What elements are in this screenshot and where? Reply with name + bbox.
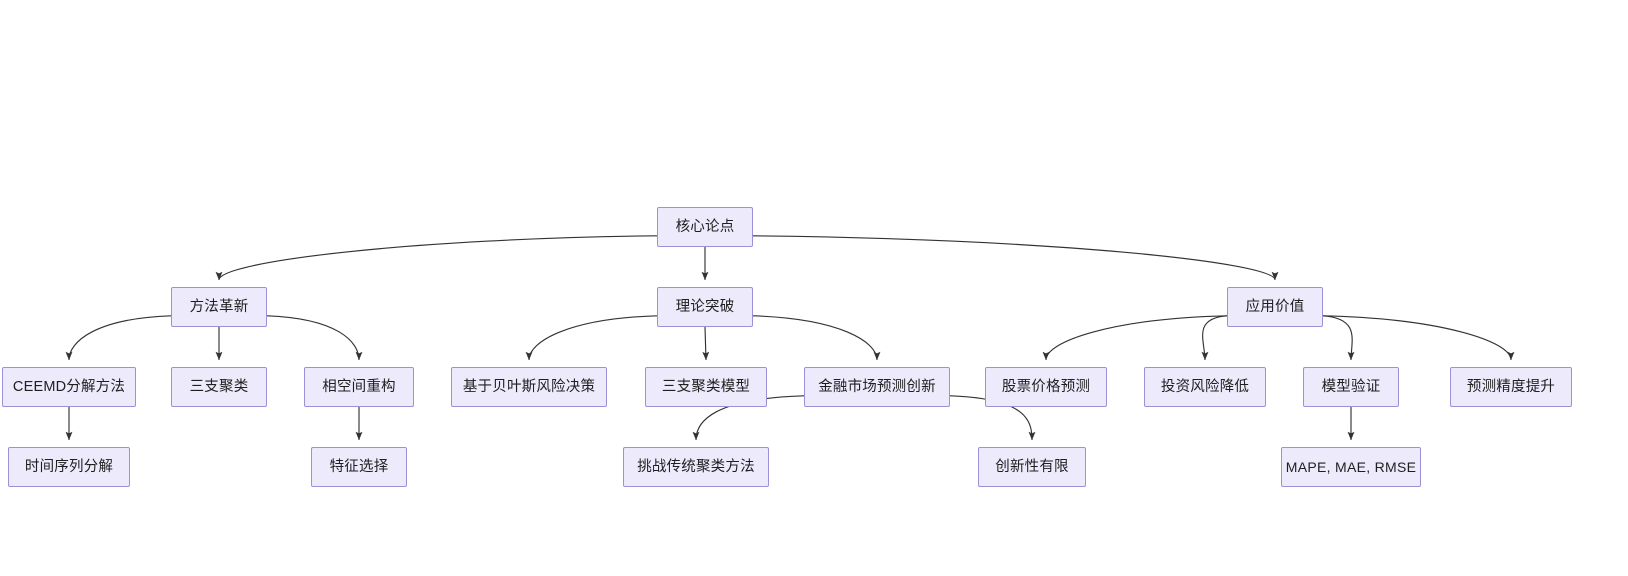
node-c1[interactable]: CEEMD分解方法 xyxy=(2,367,136,407)
node-label: 模型验证 xyxy=(1321,378,1381,395)
node-c8[interactable]: 投资风险降低 xyxy=(1144,367,1266,407)
node-d5[interactable]: MAPE, MAE, RMSE xyxy=(1281,447,1421,487)
node-label: 特征选择 xyxy=(329,458,389,475)
node-label: 股票价格预测 xyxy=(1001,378,1091,395)
node-label: 理论突破 xyxy=(675,298,735,315)
node-c4[interactable]: 基于贝叶斯风险决策 xyxy=(451,367,607,407)
node-d4[interactable]: 创新性有限 xyxy=(978,447,1086,487)
node-label: 基于贝叶斯风险决策 xyxy=(462,378,596,395)
node-c2[interactable]: 三支聚类 xyxy=(171,367,267,407)
node-d2[interactable]: 特征选择 xyxy=(311,447,407,487)
node-label: MAPE, MAE, RMSE xyxy=(1285,459,1417,475)
node-label: 预测精度提升 xyxy=(1466,378,1556,395)
node-root[interactable]: 核心论点 xyxy=(657,207,753,247)
node-label: 时间序列分解 xyxy=(24,458,114,475)
node-label: CEEMD分解方法 xyxy=(12,378,126,395)
node-c6[interactable]: 金融市场预测创新 xyxy=(804,367,950,407)
node-b1[interactable]: 方法革新 xyxy=(171,287,267,327)
node-label: 投资风险降低 xyxy=(1160,378,1250,395)
node-label: 核心论点 xyxy=(675,218,735,235)
node-label: 相空间重构 xyxy=(322,378,396,395)
node-label: 创新性有限 xyxy=(995,458,1069,475)
node-c7[interactable]: 股票价格预测 xyxy=(985,367,1107,407)
node-c5[interactable]: 三支聚类模型 xyxy=(645,367,767,407)
node-b2[interactable]: 理论突破 xyxy=(657,287,753,327)
node-c3[interactable]: 相空间重构 xyxy=(304,367,414,407)
node-label: 三支聚类 xyxy=(189,378,249,395)
node-d1[interactable]: 时间序列分解 xyxy=(8,447,130,487)
node-label: 应用价值 xyxy=(1245,298,1305,315)
node-d3[interactable]: 挑战传统聚类方法 xyxy=(623,447,769,487)
node-c10[interactable]: 预测精度提升 xyxy=(1450,367,1572,407)
node-label: 方法革新 xyxy=(189,298,249,315)
node-b3[interactable]: 应用价值 xyxy=(1227,287,1323,327)
node-label: 挑战传统聚类方法 xyxy=(637,458,755,475)
node-c9[interactable]: 模型验证 xyxy=(1303,367,1399,407)
node-label: 金融市场预测创新 xyxy=(818,378,936,395)
node-label: 三支聚类模型 xyxy=(661,378,751,395)
